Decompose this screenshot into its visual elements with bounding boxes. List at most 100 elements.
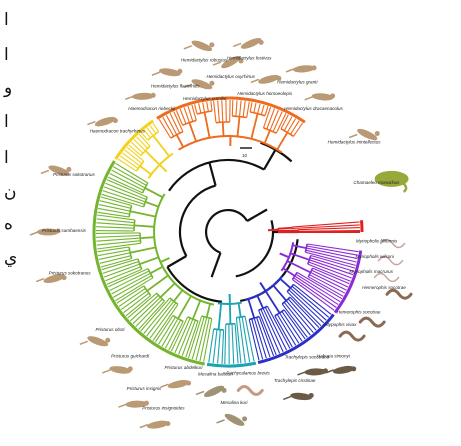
clade-branch <box>134 225 154 226</box>
species-label: Mesalina kuri <box>220 400 248 405</box>
clade-stem <box>160 165 167 172</box>
tip-branch <box>222 330 224 364</box>
clade-branch <box>205 112 210 138</box>
clade-branch <box>140 237 154 238</box>
species-label: Myriopholis wilsoni <box>356 254 395 259</box>
clade-branch <box>153 136 169 157</box>
clade-branch <box>223 122 224 136</box>
clade-branch <box>145 188 163 197</box>
backbone-arc <box>236 220 273 276</box>
clade-stem <box>268 230 278 231</box>
tip-branch <box>296 274 340 302</box>
clade-branch <box>266 291 280 313</box>
tip-branch <box>232 100 233 116</box>
species-label: Hemidactylus pumilio <box>183 96 227 101</box>
tip-branch <box>211 101 212 111</box>
species-label: Chamaeleo monachus <box>353 180 400 185</box>
tip-branch <box>311 256 355 269</box>
tip-branch <box>265 106 268 116</box>
tip-branch <box>99 205 130 212</box>
backbone-branch <box>167 256 186 267</box>
clade-branch <box>219 304 222 330</box>
clade-ring <box>157 98 305 122</box>
clade-stem <box>160 258 169 262</box>
worm-snake-photo <box>375 273 399 281</box>
gecko-photo <box>125 92 156 100</box>
scale-label: 10 <box>242 153 248 158</box>
tip-branch <box>199 103 201 113</box>
clade-branch <box>150 267 162 274</box>
gecko-photo <box>286 64 317 73</box>
clade-branch <box>160 283 174 297</box>
tip-branch <box>232 324 234 364</box>
tip-branch <box>134 140 145 151</box>
gecko-photo <box>305 92 336 101</box>
clade-branch <box>140 166 151 174</box>
tip-branch <box>222 100 223 122</box>
clade-arc <box>236 316 245 317</box>
species-label: Myriopholis macrurus <box>349 269 393 274</box>
tip-branch <box>203 103 205 113</box>
clade-branch <box>238 117 240 137</box>
clade-branch <box>130 211 155 216</box>
tip-branch <box>207 102 209 112</box>
tip-branch <box>115 163 148 183</box>
gecko-photo <box>80 334 111 348</box>
backbone-arc <box>206 210 247 253</box>
tip-branch <box>195 104 198 114</box>
clade-branch <box>287 261 310 272</box>
clade-branch <box>230 304 231 324</box>
clade-branch <box>189 123 196 142</box>
tip-branch <box>112 170 146 188</box>
clade-branch <box>130 247 155 252</box>
tip-branch <box>291 121 300 135</box>
tip-branch <box>96 227 134 229</box>
tip-branch <box>258 104 261 114</box>
species-label: Myriopholis filiformis <box>356 238 398 243</box>
clade-branch <box>257 296 263 309</box>
tip-branch <box>96 223 134 226</box>
tip-branch <box>261 105 264 115</box>
snake-photo <box>340 332 364 340</box>
species-label: Hemidactylus robustus <box>181 58 228 63</box>
clade-branch <box>178 296 191 319</box>
species-label: Hemidactylus festivus <box>227 55 272 60</box>
tip-branch <box>113 167 146 186</box>
clade-branch <box>147 276 168 291</box>
tip-branch <box>270 110 278 130</box>
clade-branch <box>177 135 184 147</box>
species-label: Hemidactylus dracaenacolus <box>284 106 343 111</box>
tip-branch <box>169 321 183 350</box>
species-label: Pristurus obsti <box>95 327 125 332</box>
tip-branch <box>218 330 221 364</box>
clade-branch <box>273 285 286 300</box>
tip-branch <box>254 103 256 113</box>
tip-branch <box>99 253 130 260</box>
species-label: Haemodracon riebeckii <box>128 106 176 111</box>
clade-arc <box>216 122 230 123</box>
species-label: Pristurus samhaensis <box>42 228 87 233</box>
tip-branch <box>267 109 275 130</box>
clade-branch <box>145 202 158 207</box>
clade-branch <box>248 299 254 318</box>
clade-ring <box>94 161 205 364</box>
tip-branch <box>284 117 292 131</box>
clade-branch <box>207 304 210 318</box>
species-label: Haemodracon trachyrhinus <box>90 128 146 133</box>
clade-branch <box>278 228 292 229</box>
tip-branch <box>243 101 245 117</box>
species-label: Pristurus guichardi <box>111 353 150 358</box>
species-label: Hemidactylus oxyrhinus <box>206 74 255 79</box>
clade-stem <box>260 283 265 291</box>
backbone-branch <box>212 253 221 277</box>
species-label: Pachycalamus brevis <box>226 371 270 376</box>
tip-branch <box>242 317 250 362</box>
tip-branch <box>247 102 250 118</box>
backbone-branch <box>209 163 215 186</box>
tip-branch <box>96 236 140 238</box>
gecko-photo <box>102 365 133 375</box>
backbone-branch <box>264 150 276 170</box>
gecko-photo <box>233 36 264 51</box>
tip-branch <box>121 291 147 310</box>
tip-branch <box>96 238 140 241</box>
